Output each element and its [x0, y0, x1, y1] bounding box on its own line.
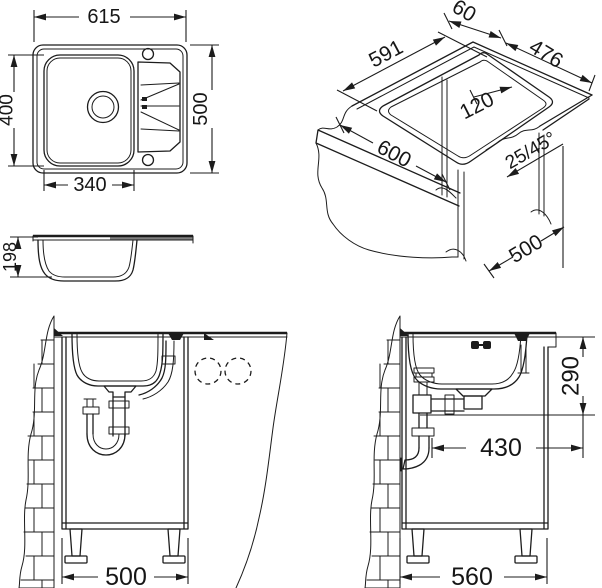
dim-profile-depth: 198	[0, 236, 52, 278]
dim-worktop-depth-label: 500	[505, 230, 547, 268]
dim-side-cabinet-depth-label: 560	[451, 563, 493, 588]
dim-overall-width-label: 615	[87, 6, 120, 28]
bowl-outline	[43, 54, 135, 167]
worktop-front-left-edge	[315, 129, 461, 207]
dim-worktop-depth: 500	[483, 226, 565, 279]
dim-front-cabinet-width: 500	[61, 538, 189, 588]
profile-view: 198	[0, 234, 194, 282]
break-line-left	[317, 105, 353, 131]
dim-bowl-depth: 400	[0, 54, 44, 167]
cutout-isometric-view: 60 476 591 600 120 25/45°	[315, 0, 596, 279]
worktop-front-right-edge	[539, 94, 593, 131]
foot-front-right	[162, 528, 186, 564]
sink-outer-edge	[32, 44, 188, 174]
dim-cutout-depth-label: 476	[525, 35, 567, 73]
wall-junction-tick	[54, 328, 63, 336]
overflow-clip-top	[142, 97, 147, 101]
mounting-clip	[517, 344, 530, 374]
dim-cutout-width-label: 591	[365, 36, 407, 73]
cabinet-side	[401, 336, 549, 530]
tap-hole-bottom	[141, 153, 155, 167]
dim-cabinet-width-label: 600	[373, 136, 415, 173]
overflow-clip-bottom	[142, 105, 147, 109]
foot-front-left	[64, 528, 88, 564]
waste-trap	[82, 385, 137, 456]
cabinet-back-panel	[435, 76, 457, 199]
dim-drain-height-label: 290	[558, 356, 585, 396]
dim-drain-height: 290	[420, 336, 595, 416]
tap-hole-section-side	[514, 333, 530, 341]
cutout-opening-inner	[388, 59, 547, 159]
dim-bowl-width: 340	[43, 170, 135, 196]
tap-hole-top	[141, 47, 155, 61]
brick-courses-side	[366, 339, 401, 588]
side-installation-view: 290 430 560	[364, 315, 595, 588]
cabinet-corner-panel	[445, 169, 467, 262]
cabinet-front	[61, 336, 189, 530]
dim-tap-offset: 120	[456, 86, 513, 124]
dim-overall-depth: 500	[190, 44, 219, 174]
foot-side-left	[406, 528, 430, 564]
dim-front-cabinet-width-label: 500	[105, 563, 147, 588]
dim-bowl-width-label: 340	[73, 174, 106, 196]
overflow-pipe-front	[138, 340, 176, 400]
cabinet-panel-right	[530, 132, 552, 225]
dim-back-rim: 60	[443, 0, 508, 47]
drainboard	[137, 61, 181, 153]
sink-rim-inner-edge	[36, 48, 184, 170]
dim-cabinet-width: 600	[335, 116, 451, 191]
dim-tap-offset-label: 120	[456, 88, 498, 124]
front-installation-view: 500	[18, 315, 288, 588]
brick-wall-left	[18, 315, 55, 588]
tap-hole-section	[168, 333, 184, 340]
bowl-inner-outline	[46, 57, 132, 164]
foot-side-right	[514, 528, 538, 564]
brick-courses-left	[20, 339, 55, 588]
dim-drain-offset-label: 430	[480, 434, 522, 462]
dim-overall-depth-label: 500	[190, 92, 212, 125]
dim-edge-profile-label: 25/45°	[502, 128, 560, 174]
overflow-icon	[471, 341, 491, 349]
drain-outer	[86, 90, 120, 124]
break-line-right-front	[235, 332, 288, 588]
bowl-section-side	[407, 333, 528, 390]
bowl-section-front	[71, 333, 164, 387]
dim-edge-profile: 25/45°	[502, 128, 564, 178]
wall-junction-tick-side	[400, 328, 409, 336]
dim-bowl-depth-label: 400	[0, 94, 18, 126]
hole-marker-right	[224, 357, 252, 385]
dim-overall-width: 615	[33, 6, 187, 42]
dim-profile-depth-label: 198	[0, 242, 20, 272]
panel-junction-tick	[204, 333, 214, 340]
profile-bowl	[37, 239, 138, 282]
dim-drain-offset: 430	[431, 415, 584, 462]
section-fill	[110, 236, 193, 240]
plan-view: 615 500 400 340	[0, 6, 219, 196]
waste-assembly-side	[400, 367, 493, 472]
hole-marker-left	[194, 357, 222, 385]
drain-inner	[91, 95, 115, 119]
break-line-right	[485, 125, 541, 151]
brick-wall-side	[364, 315, 401, 588]
dim-side-cabinet-depth: 560	[399, 538, 548, 588]
